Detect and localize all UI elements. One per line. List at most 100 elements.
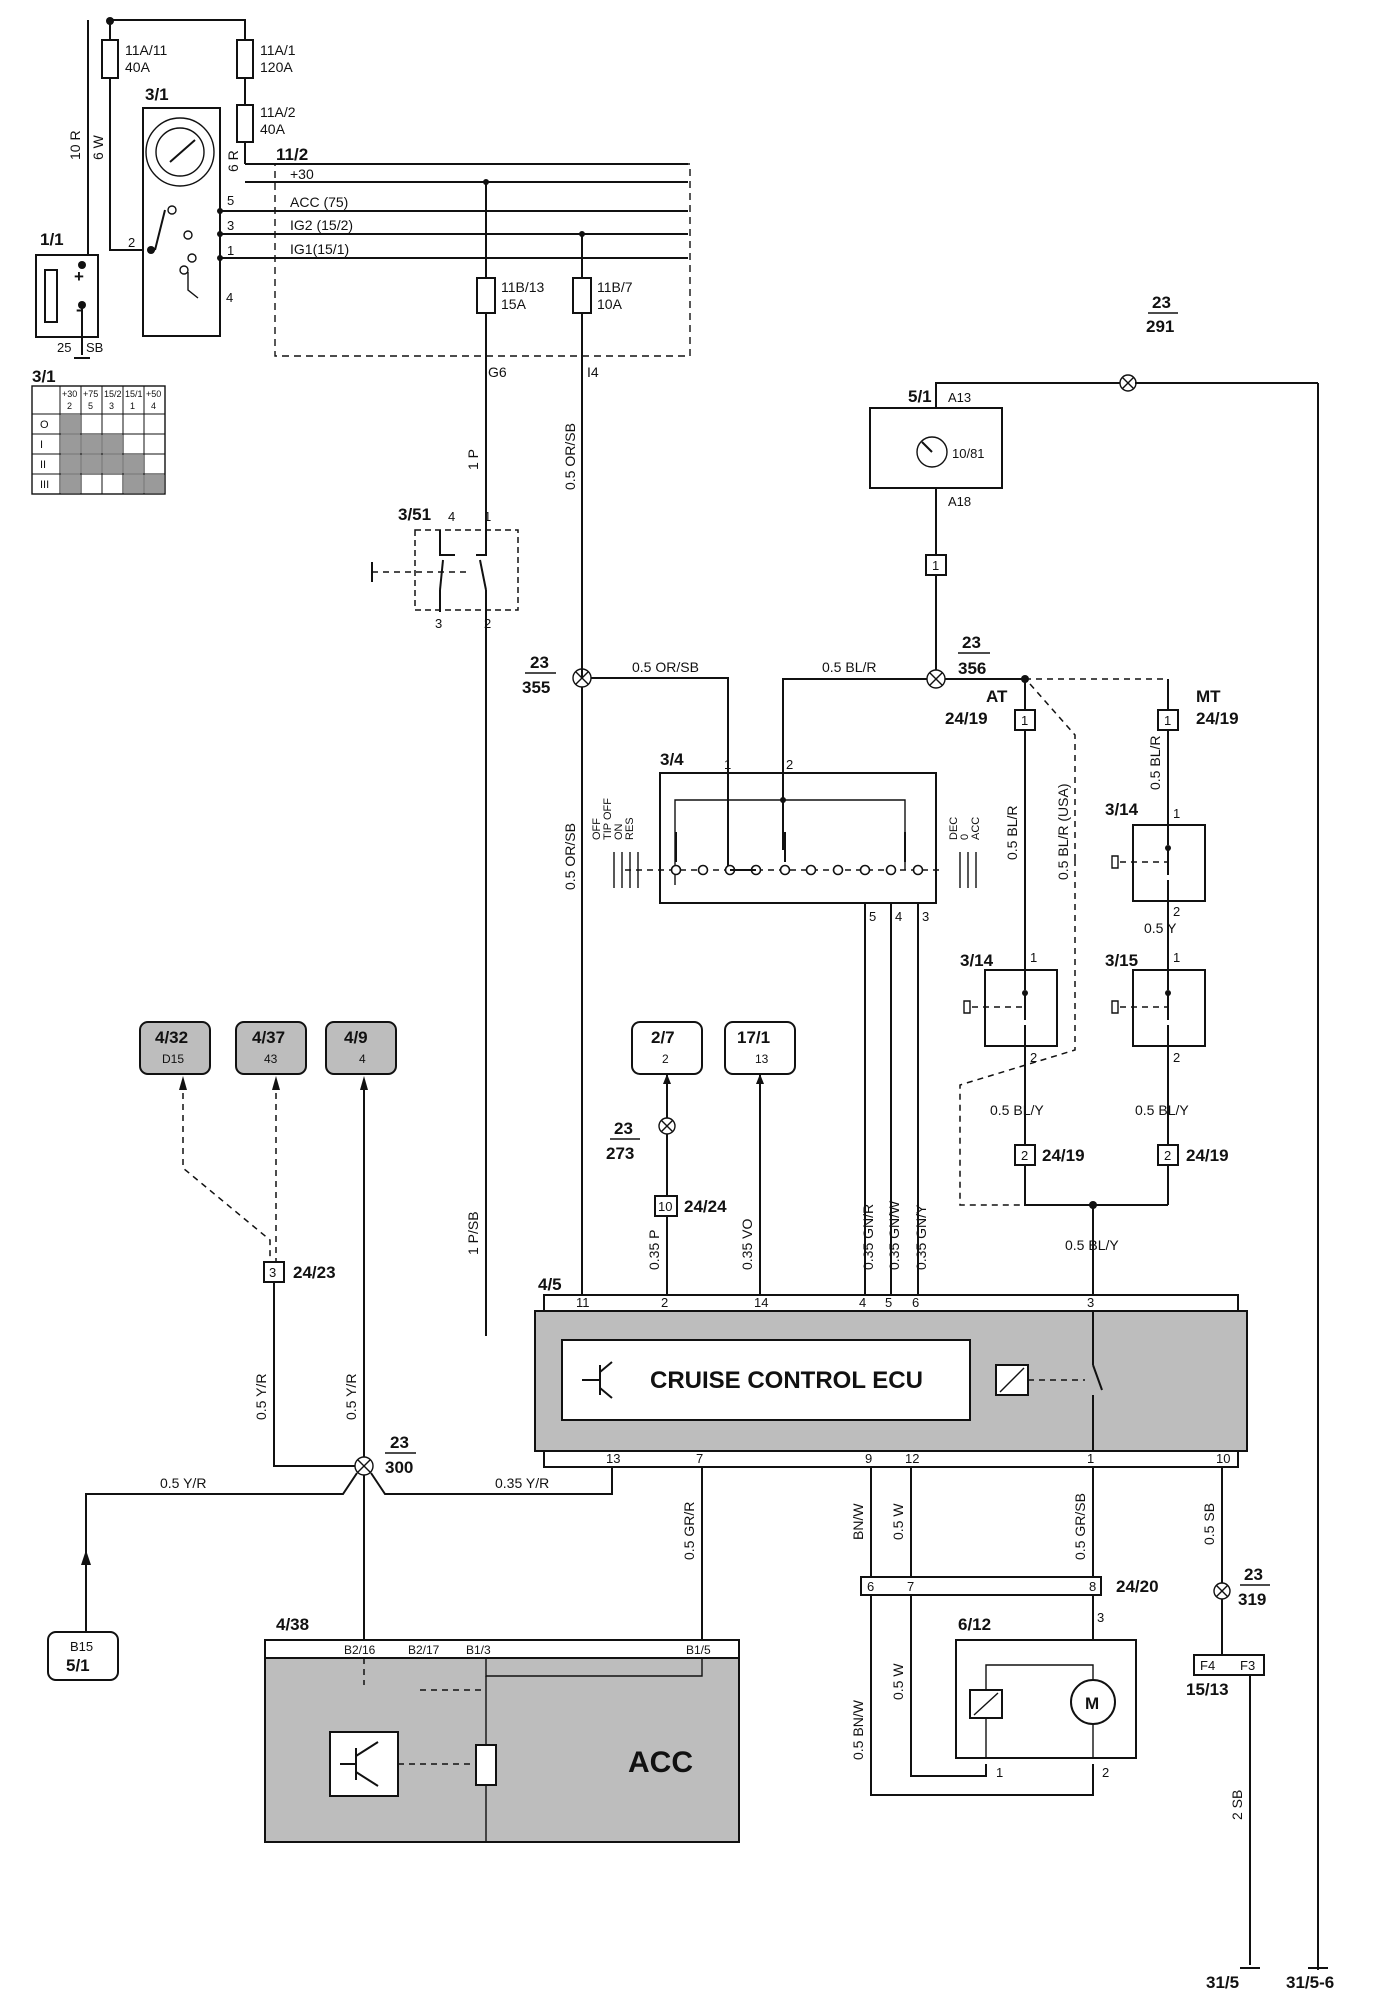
ignition-pin-4: 4 — [226, 290, 233, 305]
switch-contact — [859, 864, 871, 876]
ecu-ref: 4/5 — [538, 1275, 562, 1294]
svg-text:0.35 P: 0.35 P — [646, 1230, 662, 1270]
svg-text:356: 356 — [958, 659, 986, 678]
svg-text:0.35 GN/W: 0.35 GN/W — [886, 1200, 902, 1270]
svg-text:24/19: 24/19 — [1042, 1146, 1085, 1165]
svg-text:273: 273 — [606, 1144, 634, 1163]
ground-31-5-6: 31/5-6 — [1286, 1973, 1334, 1992]
svg-text:1: 1 — [996, 1765, 1003, 1780]
ignition-pin-5: 5 — [227, 193, 234, 208]
mt-label: MT — [1196, 687, 1221, 706]
control-switch-ref: 3/4 — [660, 750, 684, 769]
svg-text:24/23: 24/23 — [293, 1263, 336, 1282]
switch-table-active-cell — [61, 455, 80, 473]
switch-table-ref: 3/1 — [32, 367, 56, 386]
speedometer-ref: 5/1 — [908, 387, 932, 406]
ref-4-32: 4/32 D15 — [139, 1021, 211, 1075]
switch-table-terminal: +30 — [62, 389, 77, 399]
ecu-top-pin: 11 — [576, 1295, 590, 1310]
svg-text:0.5 BL/Y: 0.5 BL/Y — [1135, 1102, 1189, 1118]
fuse-11a-2-id: 11A/2 — [260, 104, 296, 120]
speedometer-pin-a13: A13 — [948, 390, 971, 405]
svg-text:2: 2 — [1164, 1148, 1171, 1163]
switch-table-active-cell — [103, 435, 122, 453]
svg-text:0.35 VO: 0.35 VO — [739, 1219, 755, 1270]
switch-table-active-cell — [82, 435, 101, 453]
fuse-out-g6: G6 — [488, 364, 507, 380]
svg-text:23: 23 — [1152, 293, 1171, 312]
svg-text:24/24: 24/24 — [684, 1197, 727, 1216]
switch-contact — [885, 864, 897, 876]
switch-table-pin: 1 — [130, 401, 135, 411]
svg-text:F3: F3 — [1240, 1658, 1255, 1673]
switch-table-pin: 5 — [88, 401, 93, 411]
svg-text:23: 23 — [1244, 1565, 1263, 1584]
svg-text:13: 13 — [755, 1052, 769, 1066]
wire-6w-label: 6 W — [90, 134, 106, 160]
switch-contact — [912, 864, 924, 876]
svg-text:0.5 W: 0.5 W — [890, 1663, 906, 1700]
control-switch-left-label: ON — [613, 823, 625, 840]
svg-text:0.35 GN/R: 0.35 GN/R — [860, 1204, 876, 1270]
svg-text:2 SB: 2 SB — [1229, 1790, 1245, 1820]
svg-text:1: 1 — [1173, 806, 1180, 821]
acc-ref: 4/38 — [276, 1615, 309, 1634]
svg-text:0.35 GN/Y: 0.35 GN/Y — [913, 1204, 929, 1270]
svg-text:23: 23 — [962, 633, 981, 652]
brake-switch-3-51: 3/51 4 1 3 2 1 P/SB — [371, 505, 519, 1336]
ecu-top-pin: 4 — [859, 1295, 866, 1310]
svg-text:17/1: 17/1 — [737, 1028, 770, 1047]
svg-text:3: 3 — [1097, 1610, 1104, 1625]
switch-table-active-cell — [124, 475, 143, 493]
wire-blr-at-label: 0.5 BL/R — [1004, 806, 1020, 860]
ground-31-5: 31/5 — [1206, 1973, 1239, 1992]
connector-15-13 — [1193, 1654, 1265, 1676]
fuse-box: 11/2 +30 ACC (75) IG2 (15/2) IG1(15/1) 1… — [217, 145, 691, 678]
wire-blr-h-label: 0.5 BL/R — [822, 659, 876, 675]
ref-2-7: 2/7 2 — [631, 1021, 703, 1075]
switch-table-pin: 2 — [67, 401, 72, 411]
svg-text:2: 2 — [1030, 1050, 1037, 1065]
svg-text:3: 3 — [269, 1265, 276, 1280]
ignition-pin-3: 3 — [227, 218, 234, 233]
rail-ig2: IG2 (15/2) — [290, 217, 353, 233]
reference-blocks: 4/32 D15 4/37 43 4/9 4 2/7 2 17/1 13 — [139, 1021, 796, 1075]
switch-table-terminal: +75 — [83, 389, 98, 399]
switch-plunger-icon — [1111, 1000, 1119, 1014]
fuse-11b-13-id: 11B/13 — [501, 279, 545, 295]
wire-yr-left-label: 0.5 Y/R — [253, 1374, 269, 1420]
switch-table-position: II — [40, 459, 46, 471]
svg-text:3: 3 — [435, 616, 442, 631]
ignition-switch-ref: 3/1 — [145, 85, 169, 104]
switch-plunger-icon — [1111, 855, 1119, 869]
acc-title: ACC — [628, 1746, 693, 1779]
svg-text:15/13: 15/13 — [1186, 1680, 1229, 1699]
wire-6r-label: 6 R — [225, 150, 241, 172]
svg-text:4/9: 4/9 — [344, 1028, 368, 1047]
switch-table-terminal: 15/1 — [125, 389, 143, 399]
svg-text:0.5 W: 0.5 W — [890, 1503, 906, 1540]
fuse-11b-13 — [476, 277, 496, 314]
transistor-icon — [582, 1361, 613, 1399]
speedometer-pin-a18: A18 — [948, 494, 971, 509]
fuse-11b-7 — [572, 277, 592, 314]
brake-pedal-switches: 0.5 BL/R 0.5 BL/R (USA) 0.5 BL/R 3/14 1 … — [959, 730, 1229, 1295]
power-supply-section: 11A/11 40A 11A/1 120A 11A/2 40A 10 R 6 W… — [35, 17, 296, 359]
wire-blr-mt-label: 0.5 BL/R — [1147, 736, 1163, 790]
svg-text:2/7: 2/7 — [651, 1028, 675, 1047]
svg-text:0.5 SB: 0.5 SB — [1201, 1503, 1217, 1545]
control-switch-section: 23 355 0.5 OR/SB 0.5 OR/SB 23 356 0.5 BL… — [522, 633, 1239, 1305]
wire-blr-usa-label: 0.5 BL/R (USA) — [1055, 784, 1071, 880]
svg-text:24/20: 24/20 — [1116, 1577, 1159, 1596]
switch-table-position: O — [40, 419, 49, 431]
battery — [35, 254, 99, 338]
svg-text:BN/W: BN/W — [850, 1503, 866, 1540]
fuse-out-i4: I4 — [587, 364, 599, 380]
ecu-title: CRUISE CONTROL ECU — [650, 1367, 923, 1394]
svg-text:3/14: 3/14 — [1105, 800, 1139, 819]
wire-orsb-vert2-label: 0.5 OR/SB — [562, 823, 578, 890]
ecu-bottom-pin: 7 — [696, 1451, 703, 1466]
switch-contact — [805, 864, 817, 876]
